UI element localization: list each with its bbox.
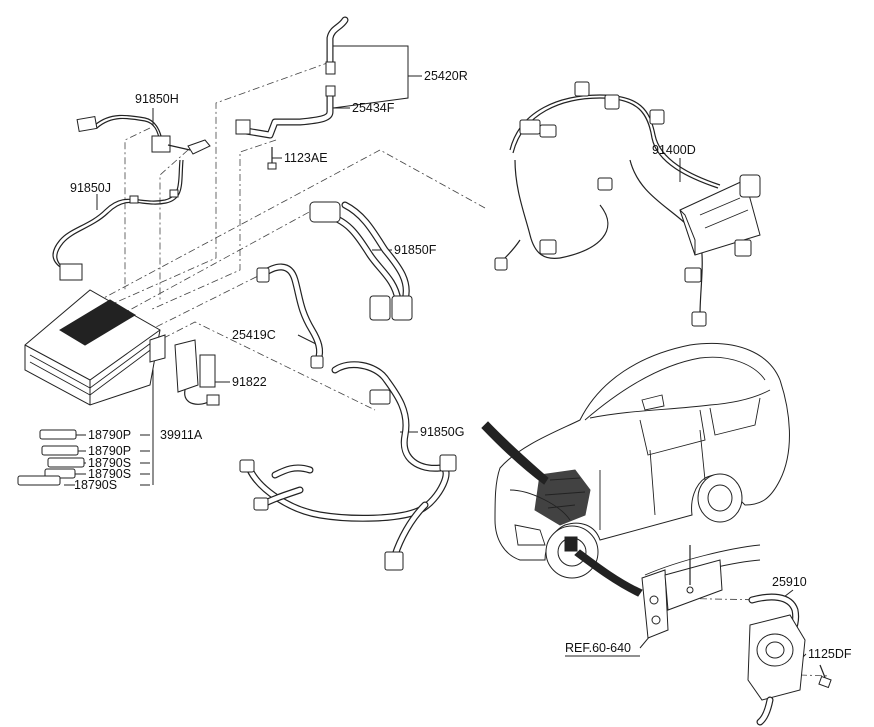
label-91400D: 91400D xyxy=(652,143,696,157)
hose-25419C xyxy=(256,263,324,369)
bolt-1123AE xyxy=(267,147,277,170)
label-25910: 25910 xyxy=(772,575,807,589)
label-91850J: 91850J xyxy=(70,181,111,195)
pump-25910 xyxy=(747,593,806,726)
hose-25420R xyxy=(235,16,349,139)
harness-91850J xyxy=(52,159,184,281)
hose-91850F xyxy=(309,201,413,321)
label-18790P-2: 18790P xyxy=(88,444,131,458)
part-labels: 25420R 25434F 1123AE 91850H 91850J 91400… xyxy=(70,69,852,661)
label-18790S-2: 18790S xyxy=(88,467,131,481)
label-39911A: 39911A xyxy=(160,428,203,442)
label-18790P-1: 18790P xyxy=(88,428,131,442)
label-91850H: 91850H xyxy=(135,92,179,106)
bracket-ref xyxy=(641,544,761,639)
label-25434F: 25434F xyxy=(352,101,395,115)
label-91822: 91822 xyxy=(232,375,267,389)
relay-91822 xyxy=(174,339,220,406)
harness-91850H xyxy=(76,114,211,155)
callout-arrows xyxy=(481,421,643,597)
label-91850G: 91850G xyxy=(420,425,464,439)
label-1125DF: 1125DF xyxy=(808,647,852,661)
fuses-18790 xyxy=(17,429,85,486)
label-25420R: 25420R xyxy=(424,69,468,83)
vehicle-illustration xyxy=(494,342,790,579)
label-ref-60-640: REF.60-640 xyxy=(565,641,631,655)
harness-91400D xyxy=(494,81,761,327)
label-18790S-1: 18790S xyxy=(88,456,131,470)
ecu-39911A xyxy=(24,289,166,406)
harness-91850G xyxy=(239,361,457,571)
bolt-1125DF xyxy=(818,664,832,689)
label-18790S-3: 18790S xyxy=(74,478,117,492)
label-25419C: 25419C xyxy=(232,328,276,342)
label-91850F: 91850F xyxy=(394,243,437,257)
label-1123AE: 1123AE xyxy=(284,151,328,165)
